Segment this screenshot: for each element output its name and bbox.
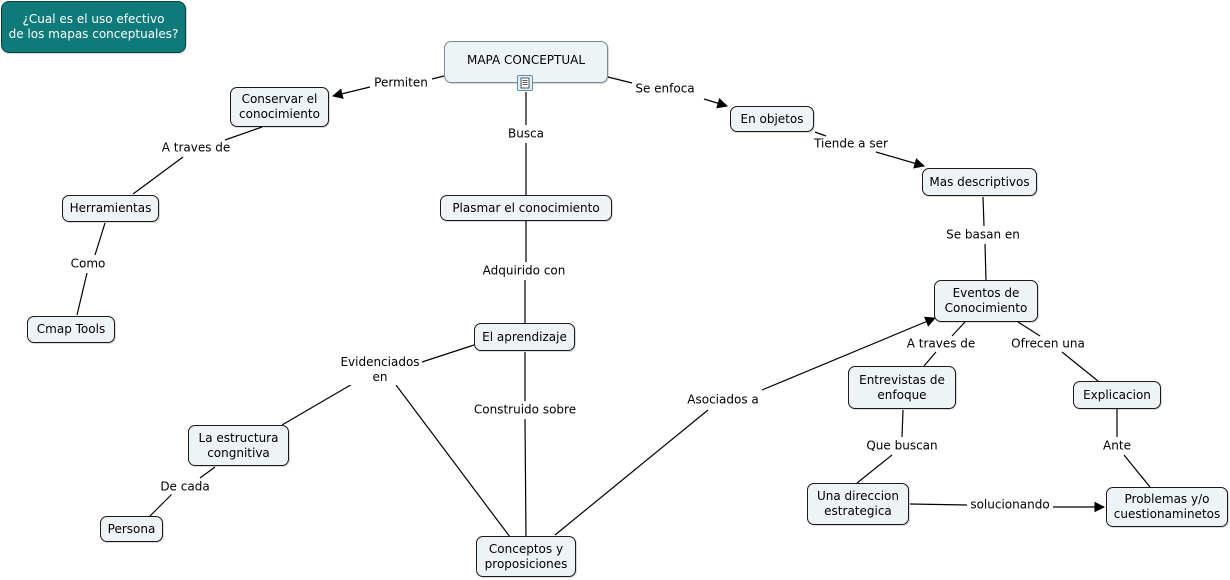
edge-mapa-seenfoca <box>607 76 633 84</box>
edge-descriptivos-sebasan <box>982 196 985 227</box>
edge-conservar-atraves <box>224 126 263 141</box>
link-solucionando[interactable]: solucionando <box>968 497 1052 513</box>
edge-evidenciados-estructura <box>281 382 355 426</box>
edge-herramientas-como <box>94 222 106 256</box>
link-permiten[interactable]: Permiten <box>372 75 430 91</box>
node-conservar-conocimiento[interactable]: Conservar el conocimiento <box>230 87 329 127</box>
node-aprendizaje[interactable]: El aprendizaje <box>474 323 575 351</box>
node-en-objetos[interactable]: En objetos <box>730 106 814 132</box>
link-a-traves-de-2[interactable]: A traves de <box>904 336 978 352</box>
node-entrevistas-enfoque[interactable]: Entrevistas de enfoque <box>848 366 956 409</box>
link-a-traves-de-1[interactable]: A traves de <box>159 140 233 156</box>
node-plasmar-conocimiento[interactable]: Plasmar el conocimiento <box>440 195 612 221</box>
edge-como-cmap <box>76 272 88 316</box>
edge-atraves-herramientas <box>132 156 184 195</box>
node-direccion-estrategica[interactable]: Una direccion estrategica <box>807 483 909 525</box>
link-ante[interactable]: Ante <box>1101 438 1133 454</box>
document-icon[interactable] <box>517 75 533 91</box>
link-como[interactable]: Como <box>68 256 108 272</box>
edge-mapa-permiten <box>431 75 445 80</box>
link-se-basan-en[interactable]: Se basan en <box>944 227 1022 243</box>
edge-conceptos-asociados <box>554 409 709 536</box>
node-herramientas[interactable]: Herramientas <box>62 195 159 222</box>
edge-objetos-tiende <box>814 131 827 137</box>
link-se-enfoca[interactable]: Se enfoca <box>633 81 697 97</box>
edge-eventos-ofrecen <box>1017 321 1041 337</box>
link-de-cada[interactable]: De cada <box>158 479 212 495</box>
node-eventos-conocimiento[interactable]: Eventos de Conocimiento <box>934 280 1038 322</box>
node-cmap-tools[interactable]: Cmap Tools <box>27 316 115 343</box>
edge-aprendizaje-evidenciados <box>421 344 475 363</box>
edge-ante-problemas <box>1123 454 1151 488</box>
edge-decada-persona <box>149 493 173 517</box>
edge-quebuscan-direccion <box>856 454 893 484</box>
edge-tiende-descriptivos <box>875 151 926 169</box>
edge-seenfoca-objetos <box>703 98 729 109</box>
edge-asociados-eventos <box>761 316 936 391</box>
edge-direccion-solucionando <box>909 503 968 506</box>
edge-ofrecen-explicacion <box>1061 351 1099 382</box>
focus-question[interactable]: ¿Cual es el uso efectivo de los mapas co… <box>1 1 186 53</box>
edge-sebasan-eventos <box>984 243 987 281</box>
node-problemas-cuestionamientos[interactable]: Problemas y/o cuestionaminetos <box>1106 487 1228 527</box>
node-persona[interactable]: Persona <box>100 516 163 542</box>
link-ofrecen-una[interactable]: Ofrecen una <box>1009 336 1087 352</box>
link-adquirido-con[interactable]: Adquirido con <box>480 263 568 279</box>
edge-atraves2-entrevistas <box>923 351 937 367</box>
edge-permiten-conservar <box>331 86 371 99</box>
link-que-buscan[interactable]: Que buscan <box>864 438 940 454</box>
edge-evidenciados-conceptos <box>395 384 511 538</box>
link-busca[interactable]: Busca <box>505 126 547 142</box>
edge-estructura-decada <box>199 466 216 479</box>
link-tiende-a-ser[interactable]: Tiende a ser <box>812 136 890 152</box>
node-estructura-congnitiva[interactable]: La estructura congnitiva <box>188 425 289 466</box>
link-asociados-a[interactable]: Asociados a <box>685 392 761 408</box>
edge-entrevistas-quebuscan <box>901 409 904 438</box>
node-explicacion[interactable]: Explicacion <box>1073 381 1161 409</box>
node-mas-descriptivos[interactable]: Mas descriptivos <box>922 168 1037 196</box>
link-construido-sobre[interactable]: Construido sobre <box>471 402 579 418</box>
edge-construido-conceptos <box>524 418 527 538</box>
edge-eventos-atraves2 <box>951 321 966 337</box>
node-conceptos-proposiciones[interactable]: Conceptos y proposiciones <box>476 536 576 577</box>
link-evidenciados-en[interactable]: Evidenciados en <box>338 355 422 385</box>
